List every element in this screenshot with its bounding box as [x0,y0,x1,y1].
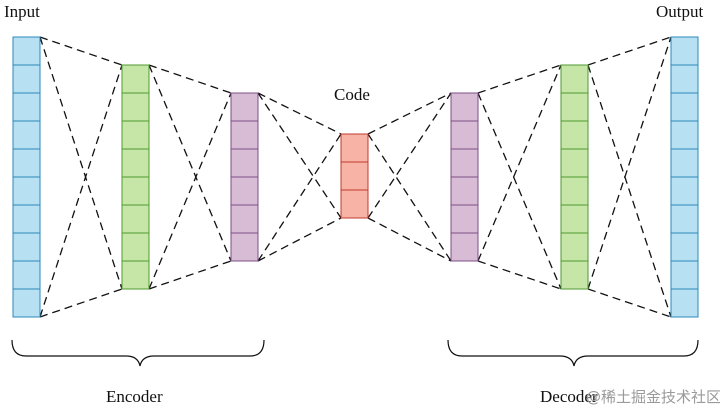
layer-cell [340,133,369,163]
connections [39,36,672,318]
dashed-connection [257,92,342,219]
layer-cell [450,120,479,150]
layer-decoder-hidden-1 [450,92,479,262]
layer-cell [121,64,150,94]
layer-cell [670,260,699,290]
encoder-brace [11,339,265,367]
dashed-connection [587,64,672,318]
layer-cell [230,92,259,122]
dashed-connection [39,288,123,318]
dashed-connection [148,64,232,262]
layer-cell [670,120,699,150]
layer-cell [560,148,589,178]
dashed-connection [477,64,562,94]
dashed-connection [477,64,562,262]
layer-cell [230,120,259,150]
layer-cell [121,148,150,178]
layer-cell [450,176,479,206]
layer-cell [670,148,699,178]
layer-cell [12,260,41,290]
layer-cell [121,120,150,150]
encoder-label: Encoder [106,387,163,406]
layer-cell [12,232,41,262]
layer-decoder-hidden-2 [560,64,589,290]
layer-cell [230,232,259,262]
layer-cell [450,92,479,122]
layer-cell [230,204,259,234]
dashed-connection [148,92,232,290]
layer-cell [121,204,150,234]
dashed-connection [39,64,123,318]
decoder-brace [447,339,699,367]
layer-cell [121,232,150,262]
layer-cell [121,260,150,290]
dashed-connection [257,217,342,262]
layer-cell [340,161,369,191]
dashed-connection [367,217,452,262]
dashed-connection [367,92,452,219]
layer-cell [560,176,589,206]
dashed-connection [477,260,562,290]
code-label: Code [334,85,370,104]
layer-cell [12,176,41,206]
dashed-connection [367,92,452,135]
layer-cell [12,36,41,66]
layer-cell [450,204,479,234]
layer-cell [12,204,41,234]
layer-cell [12,92,41,122]
layer-cell [560,64,589,94]
layer-cell [450,148,479,178]
decoder-label: Decoder [540,387,598,406]
dashed-connection [148,260,232,290]
layer-encoder-hidden-2 [230,92,259,262]
dashed-connection [587,36,672,290]
layer-cell [670,288,699,318]
layer-cell [670,176,699,206]
layer-output [670,36,699,318]
layer-cell [670,36,699,66]
layer-input [12,36,41,318]
dashed-connection [39,36,123,66]
dashed-connection [587,288,672,318]
layer-cell [12,148,41,178]
layer-cell [670,204,699,234]
output-label: Output [656,2,704,21]
layer-cell [560,92,589,122]
layers [12,36,699,318]
dashed-connection [587,36,672,66]
dashed-connection [39,36,123,290]
dashed-connection [257,133,342,262]
layer-cell [670,92,699,122]
layer-cell [340,189,369,219]
layer-encoder-hidden-1 [121,64,150,290]
dashed-connection [148,64,232,94]
watermark-text: @稀土掘金技术社区 [586,388,720,406]
layer-cell [121,92,150,122]
layer-cell [560,120,589,150]
dashed-connection [257,92,342,135]
layer-cell [450,232,479,262]
layer-cell [12,288,41,318]
layer-cell [560,260,589,290]
layer-cell [121,176,150,206]
layer-cell [230,176,259,206]
dashed-connection [477,92,562,290]
layer-cell [670,232,699,262]
layer-cell [560,232,589,262]
layer-code [340,133,369,219]
layer-cell [670,64,699,94]
dashed-connection [367,133,452,262]
layer-cell [230,148,259,178]
layer-cell [12,120,41,150]
layer-cell [12,64,41,94]
input-label: Input [4,2,40,21]
layer-cell [560,204,589,234]
